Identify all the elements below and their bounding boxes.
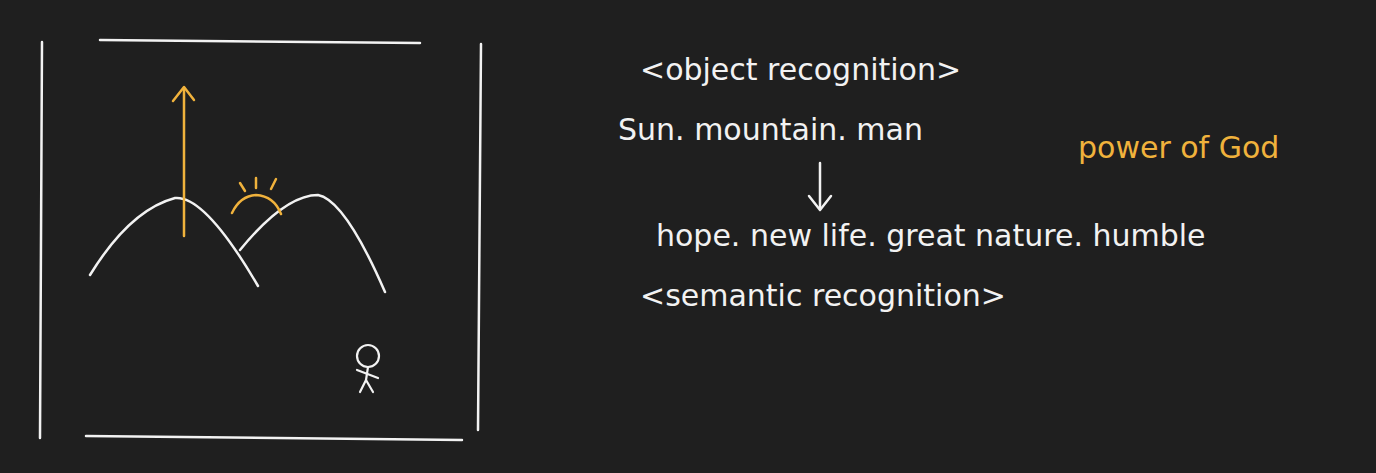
arrow-shaft — [819, 163, 822, 208]
frame-right — [478, 44, 481, 430]
down-arrow — [809, 163, 831, 210]
meaning-list: hope. new life. great nature. humble — [656, 218, 1206, 254]
sun-symbol — [232, 178, 281, 214]
arrow-head — [809, 196, 831, 210]
sun-arc — [232, 195, 281, 214]
arrow-shaft — [183, 88, 186, 236]
mountains — [90, 195, 385, 292]
sun-ray — [240, 183, 245, 191]
section-heading: <semantic recognition> — [640, 278, 1006, 314]
man-arms — [357, 370, 378, 378]
stick-man — [357, 345, 379, 392]
frame-left — [40, 42, 42, 438]
sun-ray — [271, 179, 276, 189]
mountain-right — [240, 195, 385, 292]
frame-bottom — [86, 436, 462, 440]
frame-top — [100, 40, 420, 43]
picture-frame — [40, 40, 481, 440]
annotation-note: power of God — [1078, 130, 1279, 166]
sun-ray — [255, 178, 258, 188]
object-list: Sun. mountain. man — [618, 112, 923, 148]
rising-arrow — [173, 87, 194, 236]
man-legs — [360, 380, 373, 392]
section-heading: <object recognition> — [640, 52, 961, 88]
arrow-head — [173, 87, 194, 101]
man-head — [357, 345, 379, 367]
